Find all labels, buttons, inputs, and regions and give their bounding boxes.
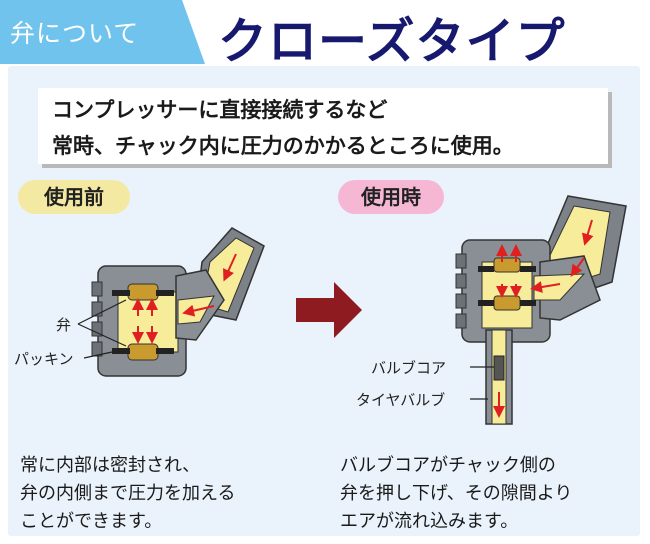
packing-label: パッキン	[14, 350, 74, 368]
before-chuck-illustration	[77, 227, 265, 377]
valve-core-label: バルブコア	[371, 359, 447, 377]
valve-bottom	[112, 343, 174, 361]
before-desc-line-3: ことができます。	[20, 511, 163, 532]
before-desc-line-1: 常に内部は密封され、	[20, 455, 201, 476]
during-desc-line-2: 弁を押し下げ、その隙間より	[340, 483, 573, 504]
during-chuck-illustration	[455, 195, 627, 425]
section-tag: 弁について	[10, 19, 140, 48]
banner-line-1: コンプレッサーに直接接続するなど	[52, 98, 388, 122]
banner-line-2: 常時、チャック内に圧力のかかるところに使用。	[52, 134, 514, 158]
during-desc-line-1: バルブコアがチャック側の	[340, 455, 556, 476]
usage-banner: コンプレッサーに直接接続するなど 常時、チャック内に圧力のかかるところに使用。	[38, 88, 608, 164]
header: 弁について クローズタイプ	[0, 0, 650, 70]
before-description: 常に内部は密封され、 弁の内側まで圧力を加える ことができます。	[20, 452, 235, 536]
during-description: バルブコアがチャック側の 弁を押し下げ、その隙間より エアが流れ込みます。	[340, 452, 572, 536]
during-desc-line-3: エアが流れ込みます。	[340, 511, 519, 532]
page-title: クローズタイプ	[218, 13, 566, 70]
tire-valve-label: タイヤバルブ	[356, 391, 446, 409]
before-use-badge: 使用前	[18, 180, 130, 214]
during-use-badge: 使用時	[338, 180, 444, 214]
before-desc-line-2: 弁の内側まで圧力を加える	[20, 483, 236, 504]
tag-background	[0, 0, 205, 64]
transition-arrow	[296, 282, 362, 338]
valve-label: 弁	[56, 316, 72, 334]
